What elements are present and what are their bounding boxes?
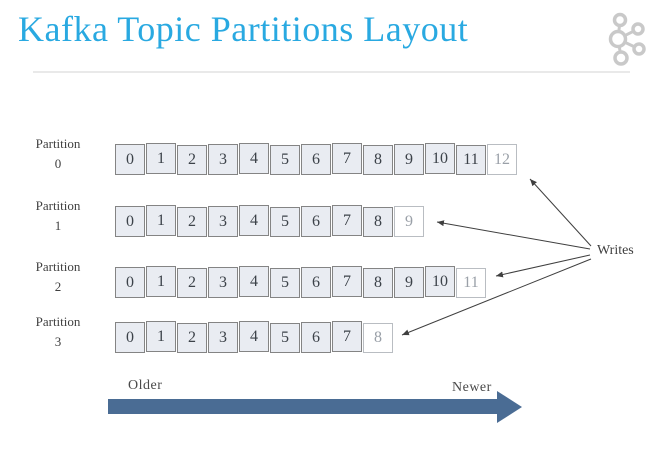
offset-cell: 2 <box>177 145 207 175</box>
next-offset-cell: 11 <box>456 268 486 298</box>
partition-label-0: Partition 0 <box>20 134 96 174</box>
offset-cell: 3 <box>208 322 238 353</box>
offset-cell: 9 <box>394 144 424 175</box>
offset-cell: 5 <box>270 268 300 298</box>
offset-cell: 6 <box>301 144 331 175</box>
offset-cell: 8 <box>363 145 393 175</box>
offset-cell: 4 <box>239 266 269 297</box>
offset-cell: 6 <box>301 267 331 298</box>
offset-cell: 0 <box>115 267 145 298</box>
partition-number: 0 <box>54 156 62 172</box>
title-divider <box>33 71 630 73</box>
offset-cell: 3 <box>208 144 238 175</box>
offset-cell: 5 <box>270 207 300 237</box>
writes-label: Writes <box>597 243 634 258</box>
offset-cell: 5 <box>270 145 300 175</box>
offset-cell: 1 <box>146 266 176 297</box>
newer-label: Newer <box>452 380 492 395</box>
offset-cell: 11 <box>456 145 486 175</box>
partition-word: Partition <box>35 136 81 151</box>
offset-cell: 8 <box>363 207 393 237</box>
partition-word: Partition <box>35 314 81 329</box>
offset-cell: 1 <box>146 321 176 352</box>
offset-cell: 0 <box>115 144 145 175</box>
partition-label-3: Partition 3 <box>20 312 96 352</box>
offset-cell: 1 <box>146 205 176 236</box>
offset-cell: 3 <box>208 206 238 237</box>
offset-cell: 10 <box>425 266 455 297</box>
offset-cell: 9 <box>394 267 424 298</box>
offset-cell: 10 <box>425 143 455 174</box>
page-title: Kafka Topic Partitions Layout <box>18 9 469 49</box>
offset-cell: 5 <box>270 323 300 353</box>
next-offset-cell: 9 <box>394 206 424 237</box>
offset-cell: 3 <box>208 267 238 298</box>
offset-cell: 4 <box>239 143 269 174</box>
offset-cell: 4 <box>239 321 269 352</box>
offset-cell: 7 <box>332 321 362 352</box>
offset-cell: 1 <box>146 143 176 174</box>
offset-cell: 0 <box>115 206 145 237</box>
partition-number: 2 <box>54 279 62 295</box>
partition-label-2: Partition 2 <box>20 257 96 297</box>
next-offset-cell: 8 <box>363 323 393 353</box>
kafka-logo-icon <box>608 12 646 66</box>
offset-cell: 2 <box>177 323 207 353</box>
partition-word: Partition <box>35 198 81 213</box>
offset-cell: 7 <box>332 205 362 236</box>
partition-number: 3 <box>54 334 62 350</box>
offset-cell: 6 <box>301 322 331 353</box>
offset-cell: 6 <box>301 206 331 237</box>
next-offset-cell: 12 <box>487 144 517 175</box>
partition-number: 1 <box>54 218 62 234</box>
offset-cell: 4 <box>239 205 269 236</box>
offset-cell: 8 <box>363 268 393 298</box>
offset-cell: 7 <box>332 143 362 174</box>
offset-cell: 2 <box>177 207 207 237</box>
partition-word: Partition <box>35 259 81 274</box>
offset-cell: 7 <box>332 266 362 297</box>
offset-cell: 0 <box>115 322 145 353</box>
older-label: Older <box>128 378 163 393</box>
partition-label-1: Partition 1 <box>20 196 96 236</box>
offset-cell: 2 <box>177 268 207 298</box>
write-arrows <box>401 178 592 336</box>
